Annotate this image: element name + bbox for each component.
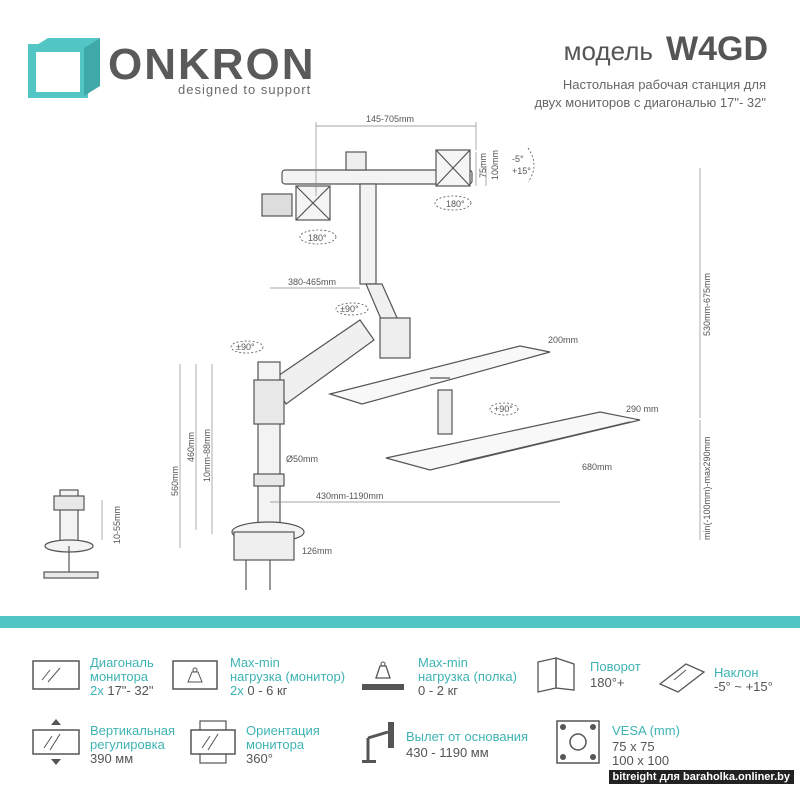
spec-orientation-value: 360° xyxy=(246,751,273,766)
model-description-line2: двух мониторов с диагональю 17"- 32" xyxy=(534,95,766,110)
spec-diagonal-title: Диагональ монитора xyxy=(90,655,154,684)
spec-monitor-load-prefix: 2x xyxy=(230,683,244,698)
spec-diagonal: Диагональ монитора 2x 17"- 32" xyxy=(32,655,172,698)
dim-pole-diameter: Ø50mm xyxy=(286,454,319,464)
keyboard-tray xyxy=(385,411,641,471)
spec-orientation-title: Ориентация монитора xyxy=(246,723,320,752)
vesa-plate-left xyxy=(261,185,331,221)
spec-reach-value: 430 - 1190 мм xyxy=(406,745,489,760)
swivel-indicator-lower xyxy=(230,340,264,354)
spec-vesa-title: VESA (mm) xyxy=(612,723,680,738)
dim-pole-560: 560mm xyxy=(170,465,180,496)
monitor-shelf xyxy=(327,345,551,405)
spec-reach: Вылет от основания 430 - 1190 мм xyxy=(360,718,540,768)
dim-keyboard-depth: 290 mm xyxy=(626,404,659,414)
dim-total-height: 530mm-675mm xyxy=(702,272,712,336)
dim-width-range: 145-705mm xyxy=(366,114,415,124)
watermark: bitreight для baraholka.onliner.by xyxy=(608,770,794,784)
shelf-weight-icon xyxy=(362,661,404,690)
spec-vesa-value: 75 x 75 100 x 100 xyxy=(612,739,670,768)
monitor-icon xyxy=(32,660,80,690)
spec-vertical-adjust-title: Вертикальная регулировка xyxy=(90,723,176,752)
dim-arm-reach: 380-465mm xyxy=(288,277,337,287)
product-drawing xyxy=(43,122,701,590)
vertical-adjust-icon xyxy=(32,719,80,765)
brand-tagline: designed to support xyxy=(178,82,312,97)
brand-logo xyxy=(28,34,108,100)
rotate-icon xyxy=(537,657,575,693)
model-code: W4GD xyxy=(666,30,768,68)
spec-diagonal-value: 2x 17"- 32" xyxy=(90,684,153,698)
spec-diagonal-prefix: 2x xyxy=(90,683,104,698)
dim-clamp-adjust: 10-55mm xyxy=(112,505,122,544)
spec-monitor-load-value: 2x 0 - 6 кг xyxy=(230,684,287,698)
model-description-line1: Настольная рабочая станция для xyxy=(562,77,766,92)
dim-keyboard-width: 680mm xyxy=(582,462,613,472)
spec-tilt: Наклон -5° ~ +15° xyxy=(656,656,796,696)
dim-pole-adjust: 10mm-88mm xyxy=(202,428,212,482)
spec-shelf-load-title: Max-min нагрузка (полка) xyxy=(418,655,517,684)
dim-base-reach: 430mm-1190mm xyxy=(316,491,384,501)
spec-rotate-value: 180°+ xyxy=(590,675,625,690)
reach-icon xyxy=(362,722,394,763)
model-label: модель xyxy=(563,36,653,66)
dim-rotate-180-a: 180° xyxy=(308,233,327,243)
orientation-icon xyxy=(190,720,236,764)
spec-monitor-load-title: Max-min нагрузка (монитор) xyxy=(230,655,346,684)
spec-vertical-adjust: Вертикальная регулировка 390 мм xyxy=(32,718,182,768)
brand-name: ONKRON xyxy=(108,40,316,89)
spec-reach-title: Вылет от основания xyxy=(406,729,529,744)
spec-tilt-title: Наклон xyxy=(714,665,759,680)
upper-riser xyxy=(359,183,377,285)
tilt-indicator xyxy=(527,147,535,183)
onkron-logo-icon xyxy=(28,38,100,100)
spec-orientation: Ориентация монитора 360° xyxy=(190,718,350,768)
spec-shelf-load: Max-min нагрузка (полка) 0 - 2 кг xyxy=(360,655,530,698)
dim-shelf-depth: 200mm xyxy=(548,335,579,345)
dim-vesa-75: 75mm xyxy=(478,152,488,178)
dim-swivel-90-b: ±90° xyxy=(236,342,255,352)
dim-vesa-100: 100mm xyxy=(490,149,500,180)
dim-swivel-90-a: ±90° xyxy=(340,304,359,314)
dim-tilt-minus: -5° xyxy=(512,154,524,164)
spec-shelf-load-value: 0 - 2 кг xyxy=(418,683,459,698)
spec-monitor-load-number: 0 - 6 кг xyxy=(243,683,288,698)
spec-diagonal-number: 17"- 32" xyxy=(103,683,154,698)
dim-keyboard-height: min(-100mm)-max290mm xyxy=(702,436,712,540)
model-description: Настольная рабочая станция для двух мони… xyxy=(534,76,766,112)
spec-vertical-adjust-value: 390 мм xyxy=(90,751,134,766)
vesa-icon xyxy=(556,720,600,764)
spec-vesa: VESA (mm) 75 x 75 100 x 100 xyxy=(556,718,696,774)
rotate-indicator-right xyxy=(434,195,472,211)
spec-rotate: Поворот 180°+ xyxy=(534,656,644,696)
dim-tilt-plus: +15° xyxy=(512,166,531,176)
rotate-indicator-left xyxy=(299,229,337,245)
monitor-crossbar xyxy=(281,169,473,185)
accent-band xyxy=(0,616,800,628)
spec-monitor-load: Max-min нагрузка (монитор) 2x 0 - 6 кг xyxy=(172,655,352,698)
weight-icon xyxy=(172,660,218,690)
tilt-icon xyxy=(658,663,706,693)
swivel-indicator-upper xyxy=(335,302,369,316)
clamp-detail xyxy=(43,489,99,579)
dim-rotate-180-b: 180° xyxy=(446,199,465,209)
dim-pole-460: 460mm xyxy=(186,431,196,462)
keyboard-rotate-indicator xyxy=(489,402,519,416)
spec-tilt-value: -5° ~ +15° xyxy=(714,679,773,694)
vesa-plate-right xyxy=(435,149,471,187)
model-heading: модель W4GD xyxy=(564,30,768,69)
dim-clamp-depth: 126mm xyxy=(302,546,333,556)
dim-keyboard-rotate: +90° xyxy=(494,404,513,414)
spec-rotate-title: Поворот xyxy=(590,659,641,674)
